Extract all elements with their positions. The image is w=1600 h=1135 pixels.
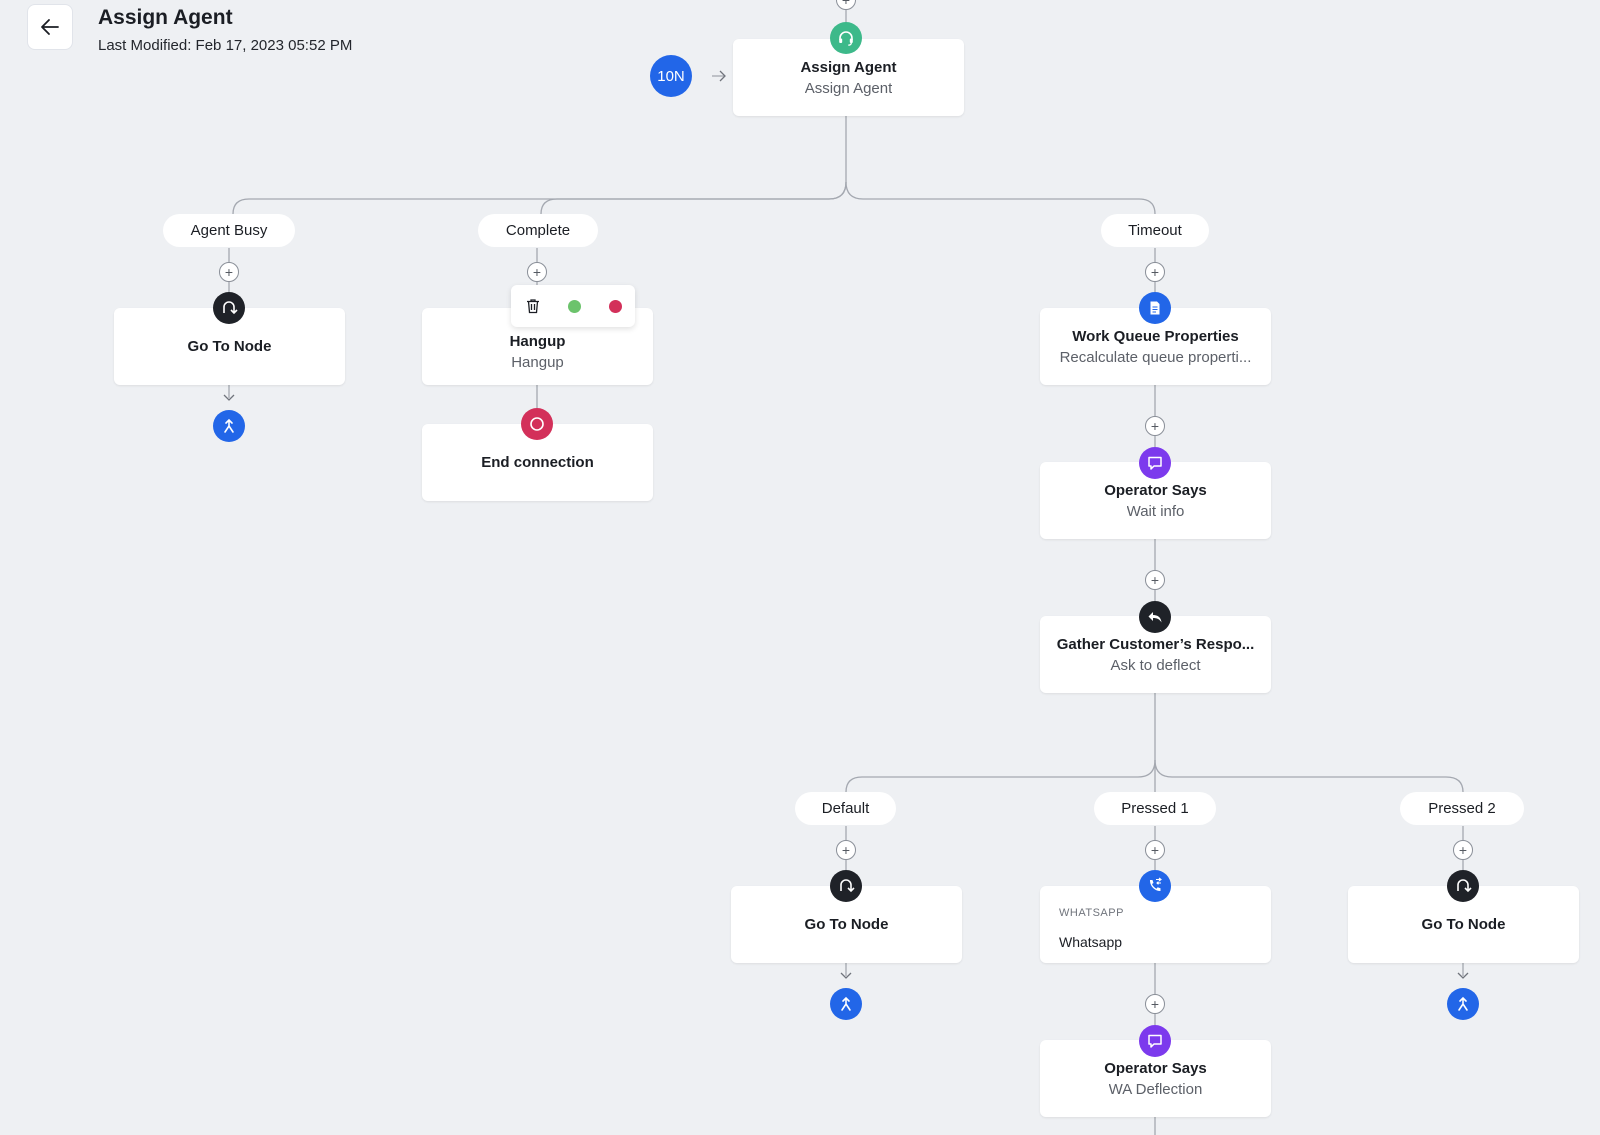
node-title: Operator Says (1104, 1059, 1207, 1077)
branch-complete[interactable]: Complete (478, 214, 598, 247)
goto-icon (213, 292, 245, 324)
branch-pressed-1[interactable]: Pressed 1 (1094, 792, 1216, 825)
chat-icon (1139, 1025, 1171, 1057)
node-subtitle: Hangup (511, 354, 564, 371)
node-title: Go To Node (187, 338, 272, 355)
node-title: End connection (481, 454, 594, 471)
node-subtitle: Ask to deflect (1110, 656, 1201, 674)
stop-icon (521, 408, 553, 440)
chat-icon (1139, 447, 1171, 479)
trash-icon (527, 299, 539, 314)
add-node-button[interactable]: + (836, 840, 856, 860)
node-subtitle: WA Deflection (1108, 1080, 1203, 1098)
add-node-button[interactable]: + (1453, 840, 1473, 860)
document-icon (1139, 292, 1171, 324)
node-title: Assign Agent (800, 58, 897, 76)
delete-button[interactable] (513, 285, 553, 327)
back-button[interactable] (27, 4, 73, 50)
page-title: Assign Agent (98, 6, 233, 29)
red-dot-icon (608, 299, 622, 313)
branch-default[interactable]: Default (795, 792, 896, 825)
node-subtitle: Assign Agent (804, 79, 893, 97)
green-dot-icon (567, 299, 581, 313)
add-node-button[interactable]: + (219, 262, 239, 282)
add-node-button[interactable]: + (1145, 994, 1165, 1014)
node-title: Gather Customer’s Respo... (1056, 635, 1255, 653)
merge-icon[interactable] (213, 410, 245, 442)
headset-icon (830, 22, 862, 54)
reply-icon (1139, 601, 1171, 633)
branch-pressed-2[interactable]: Pressed 2 (1400, 792, 1524, 825)
merge-icon[interactable] (1447, 988, 1479, 1020)
merge-icon[interactable] (830, 988, 862, 1020)
goto-icon (830, 870, 862, 902)
node-count-badge: 10N (650, 55, 692, 97)
node-title: Hangup (509, 333, 566, 350)
node-action-toolbar (511, 285, 635, 327)
node-title: Operator Says (1104, 481, 1207, 499)
node-title: Go To Node (1421, 916, 1506, 933)
channel-name: Whatsapp (1059, 934, 1123, 950)
branch-agent-busy[interactable]: Agent Busy (163, 214, 295, 247)
last-modified: Last Modified: Feb 17, 2023 05:52 PM (98, 37, 353, 54)
node-title: Work Queue Properties (1072, 327, 1239, 345)
channel-label: WHATSAPP (1059, 907, 1124, 919)
back-arrow-icon (41, 19, 59, 35)
add-node-button[interactable]: + (1145, 570, 1165, 590)
add-node-button[interactable]: + (527, 262, 547, 282)
status-red-button[interactable] (595, 285, 635, 327)
add-node-button[interactable]: + (1145, 840, 1165, 860)
node-subtitle: Wait info (1126, 502, 1185, 520)
node-title: Go To Node (804, 916, 889, 933)
goto-icon (1447, 870, 1479, 902)
add-node-button[interactable]: + (1145, 262, 1165, 282)
add-node-button[interactable]: + (1145, 416, 1165, 436)
branch-timeout[interactable]: Timeout (1101, 214, 1209, 247)
node-subtitle: Recalculate queue properti... (1059, 348, 1252, 366)
status-green-button[interactable] (554, 285, 594, 327)
phone-transfer-icon (1139, 870, 1171, 902)
